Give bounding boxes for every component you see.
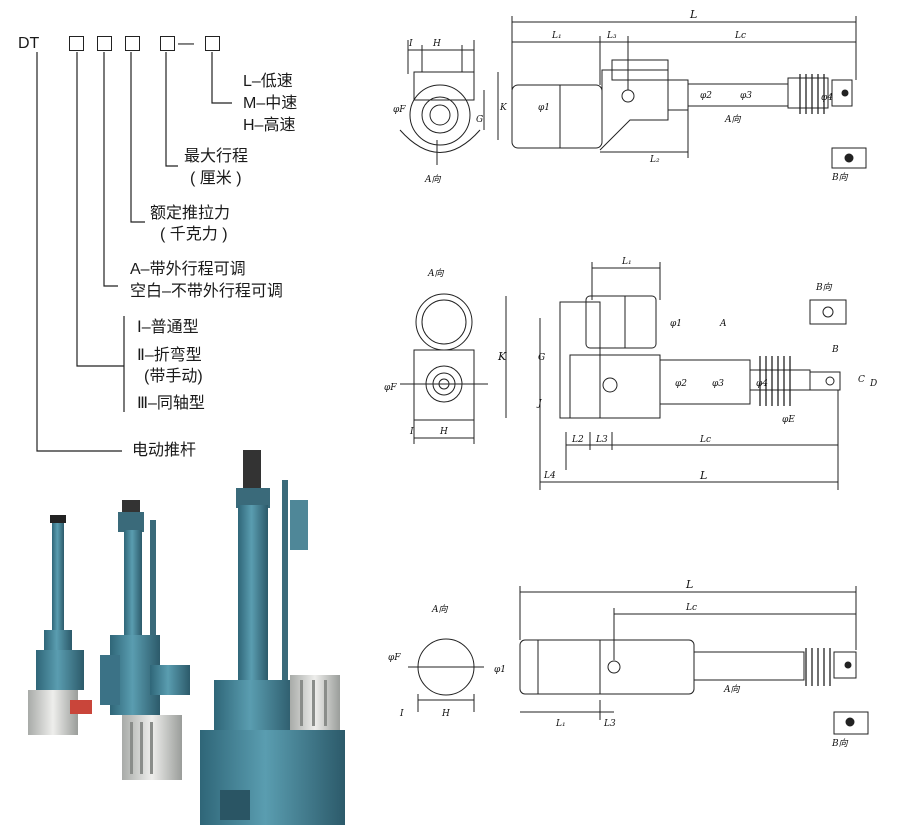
speed-low: L–低速 xyxy=(243,73,293,90)
top-view-B: B向 xyxy=(831,172,849,183)
mid-dim-phi2: φ2 xyxy=(675,379,687,389)
top-dim-L2: L₂ xyxy=(649,155,660,165)
mid-dim-K: K xyxy=(497,350,507,363)
stroke-unit: ( 厘米 ) xyxy=(190,170,242,187)
actuator-small xyxy=(28,515,92,735)
mid-dim-G: G xyxy=(538,353,545,363)
top-arrow-A: A向 xyxy=(724,114,741,125)
actuator-large xyxy=(200,450,345,825)
top-dim-L: L xyxy=(689,8,697,21)
thrust-unit: ( 千克力 ) xyxy=(160,226,228,243)
bot-dim-L: L xyxy=(685,578,693,591)
mid-dim-L2: L2 xyxy=(571,435,584,445)
mid-dim-D: D xyxy=(869,379,877,389)
bot-dim-phiF: φF xyxy=(388,653,401,663)
mid-dim-B: B xyxy=(831,345,839,355)
bot-view-A: A向 xyxy=(431,604,448,615)
bot-dim-phi1: φ1 xyxy=(494,665,506,675)
mid-dim-phiF: φF xyxy=(384,383,397,393)
bot-view-B: B向 xyxy=(831,738,849,749)
type-bent-manual: (带手动) xyxy=(144,368,203,385)
code-box-1 xyxy=(69,36,84,51)
top-dim-K: K xyxy=(499,103,508,113)
mid-arrow-A: A xyxy=(719,319,727,329)
mid-dim-L1: L₁ xyxy=(621,257,632,267)
type-coaxial: Ⅲ–同轴型 xyxy=(137,395,205,412)
mid-dim-L3: L3 xyxy=(595,435,608,445)
code-box-5 xyxy=(205,36,220,51)
thrust-label: 额定推拉力 xyxy=(150,205,231,222)
mid-dim-L: L xyxy=(699,469,707,482)
top-dim-phi1: φ1 xyxy=(538,103,550,113)
drawing-bottom xyxy=(408,586,869,735)
drawing-top xyxy=(399,16,867,169)
top-dim-Lc: Lc xyxy=(734,31,746,41)
actuator-medium xyxy=(100,500,190,780)
type-bent: Ⅱ–折弯型 xyxy=(137,347,202,364)
mid-dim-Lc: Lc xyxy=(699,435,711,445)
mid-dim-H: H xyxy=(439,427,448,437)
mid-view-A: A向 xyxy=(427,268,444,279)
drawing-middle xyxy=(400,262,847,490)
bot-dim-L3: L3 xyxy=(603,719,616,729)
bot-dim-I: I xyxy=(399,709,404,719)
mid-dim-J: J xyxy=(536,399,543,409)
speed-high: H–高速 xyxy=(243,117,296,134)
top-dim-G: G xyxy=(476,115,483,125)
type-normal: Ⅰ–普通型 xyxy=(137,319,199,336)
bot-dim-Lc: Lc xyxy=(685,603,697,613)
code-box-4 xyxy=(160,36,175,51)
top-dim-phi4: φ4 xyxy=(821,93,833,103)
product-name: 电动推杆 xyxy=(132,442,197,459)
bot-dim-H: H xyxy=(441,709,450,719)
top-dim-L3: L₃ xyxy=(606,31,617,41)
mid-dim-C: C xyxy=(858,375,865,385)
stroke-label: 最大行程 xyxy=(184,148,249,165)
bot-dim-L1: L₁ xyxy=(555,719,566,729)
top-dim-phiF: φF xyxy=(393,105,406,115)
external-adjustable: A–带外行程可调 xyxy=(130,261,246,278)
top-dim-L1: L₁ xyxy=(551,31,562,41)
top-dim-I: I xyxy=(408,39,413,49)
top-view-A: A向 xyxy=(424,174,441,185)
mid-dim-phi1: φ1 xyxy=(670,319,682,329)
mid-dim-phiE: φE xyxy=(782,415,795,425)
top-dim-phi2: φ2 xyxy=(700,91,712,101)
code-box-2 xyxy=(97,36,112,51)
top-dim-phi3: φ3 xyxy=(740,91,752,101)
speed-mid: M–中速 xyxy=(243,95,298,112)
code-box-3 xyxy=(125,36,140,51)
mid-dim-I: I xyxy=(409,427,414,437)
mid-dim-L4: L4 xyxy=(543,471,556,481)
code-prefix: DT xyxy=(18,35,40,52)
bot-arrow-A: A向 xyxy=(723,684,740,695)
top-dim-H: H xyxy=(432,39,441,49)
mid-dim-phi4: φ4 xyxy=(756,379,768,389)
mid-view-B: B向 xyxy=(815,282,833,293)
external-none: 空白–不带外行程可调 xyxy=(130,283,283,300)
code-dash: — xyxy=(178,35,194,52)
mid-dim-phi3: φ3 xyxy=(712,379,724,389)
